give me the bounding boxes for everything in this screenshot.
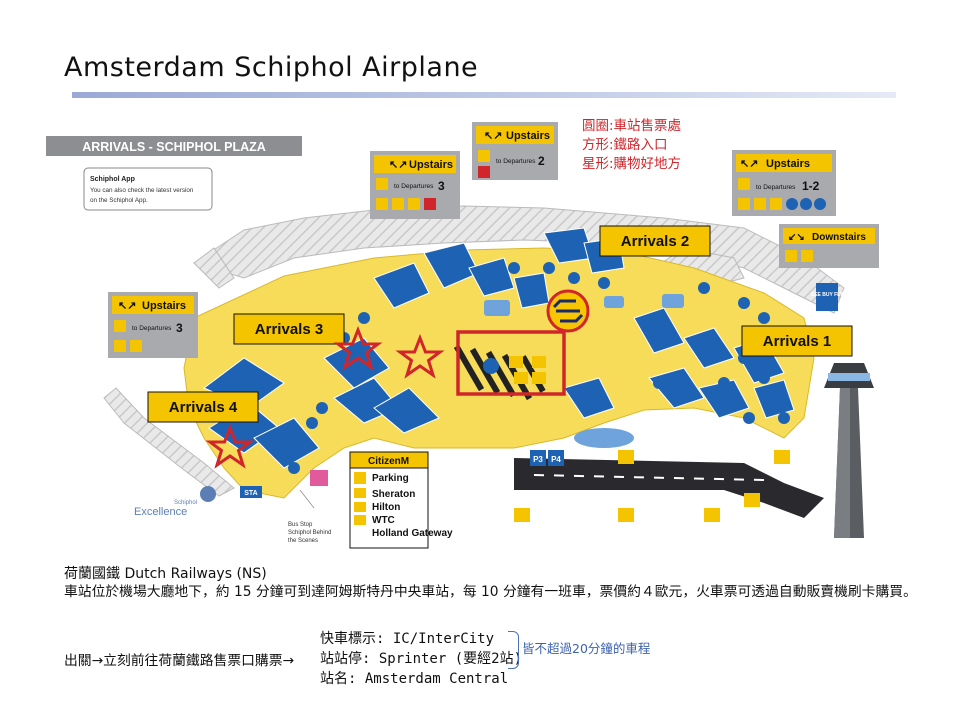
excellence-big: Excellence — [134, 506, 187, 518]
arrivals-sign-1: Arrivals 1 — [741, 325, 853, 357]
svg-text:↖↗: ↖↗ — [389, 159, 407, 171]
bus-stop-line1: Bus Stop — [288, 522, 313, 528]
gate-markers — [278, 262, 790, 474]
control-tower-icon — [824, 363, 874, 538]
svg-text:↖↗: ↖↗ — [484, 130, 502, 142]
p3-label: P3 — [533, 455, 543, 464]
excellence-logo: Schiphol Excellence — [134, 486, 216, 518]
ns-title: 荷蘭國鐵 Dutch Railways (NS) — [64, 566, 267, 582]
train-types: 快車標示: IC/InterCity 站站停: Sprinter (要經2站) … — [320, 629, 522, 689]
upstairs-label-1: Upstairs — [409, 159, 453, 171]
sta-text: STA — [244, 490, 257, 497]
title-divider — [72, 92, 896, 98]
ns-description: 車站位於機場大廳地下，約 15 分鐘可到達阿姆斯特丹中央車站，每 10 分鐘有一… — [64, 584, 917, 600]
terminal-map: ARRIVALS - SCHIPHOL PLAZA Schiphol App Y… — [44, 118, 924, 558]
page-title: Amsterdam Schiphol Airplane — [64, 52, 479, 83]
arrivals-header: ARRIVALS - SCHIPHOL PLAZA — [46, 136, 302, 156]
map-legend: 圓圈:車站售票處 方形:鐵路入口 星形:購物好地方 — [582, 117, 681, 174]
decor-shapes — [484, 294, 684, 448]
downstairs-panel: ↙↘ Downstairs — [779, 224, 879, 268]
upstairs-label-2: Upstairs — [506, 130, 550, 142]
departures-panel-1-2: ↖↗ Upstairs to Departures 1-2 — [732, 150, 836, 216]
travel-time-note: 皆不超過20分鐘的車程 — [522, 641, 651, 656]
parking-item-4: Holland Gateway — [372, 528, 453, 539]
legend-circle: 圓圈:車站售票處 — [582, 118, 682, 134]
app-note: Schiphol App You can also check the late… — [83, 167, 213, 211]
to-departures-label-2: to Departures — [496, 158, 536, 165]
bus-stop-note: Bus Stop Schiphol Behind the Scenes — [288, 470, 331, 544]
sta-badge: STA — [240, 486, 262, 498]
arrivals-1-text: Arrivals 1 — [763, 333, 831, 350]
svg-text:↖↗: ↖↗ — [118, 300, 136, 312]
to-departures-label-1: to Departures — [394, 183, 434, 190]
svg-text:↙↘: ↙↘ — [788, 232, 805, 243]
p4-label: P4 — [551, 455, 561, 464]
downstairs-label: Downstairs — [812, 232, 866, 243]
arrivals-2-text: Arrivals 2 — [621, 233, 689, 250]
departure-number-2: 2 — [538, 154, 545, 168]
departures-panel-3-top: ↖↗ Upstairs to Departures 3 — [370, 151, 460, 219]
legend-square: 方形:鐵路入口 — [582, 137, 668, 153]
upstairs-label-4: Upstairs — [142, 300, 186, 312]
star-icon-2 — [395, 333, 445, 379]
departure-number-3a: 3 — [438, 179, 445, 193]
train-intercity: 快車標示: IC/InterCity — [320, 631, 495, 647]
parking-item-1: Sheraton — [372, 489, 415, 500]
upstairs-label-3: Upstairs — [766, 158, 810, 170]
arrivals-3-text: Arrivals 3 — [255, 321, 323, 338]
arrivals-sign-2: Arrivals 2 — [599, 225, 711, 257]
app-note-line1: You can also check the latest version — [90, 187, 194, 194]
excellence-small: Schiphol — [174, 500, 197, 506]
departures-panel-2: ↖↗ Upstairs to Departures 2 — [472, 122, 558, 180]
departures-panel-3-left: ↖↗ Upstairs to Departures 3 — [108, 292, 198, 358]
station-name: 站名: Amsterdam Central — [320, 671, 509, 687]
app-note-line2: on the Schiphol App. — [90, 197, 148, 204]
rail-entrance-square — [456, 330, 566, 396]
arrivals-sign-3: Arrivals 3 — [233, 313, 345, 345]
shop-blocks — [203, 227, 795, 469]
train-bracket — [508, 631, 519, 669]
legend-star: 星形:購物好地方 — [582, 156, 682, 172]
to-departures-label-3: to Departures — [756, 184, 796, 191]
arrivals-4-text: Arrivals 4 — [169, 399, 238, 416]
shopping-stars — [205, 325, 445, 469]
ns-ticket-office — [546, 289, 590, 333]
ns-logo-icon — [552, 299, 584, 323]
see-buy-fly-text: SEE BUY FLY — [811, 292, 844, 298]
parking-item-2: Hilton — [372, 502, 400, 513]
train-sprinter: 站站停: Sprinter (要經2站) — [320, 651, 523, 667]
route-guide: 出關→立刻前往荷蘭鐵路售票口購票→ — [64, 653, 295, 669]
arrivals-sign-4: Arrivals 4 — [147, 391, 259, 423]
star-icon-3 — [205, 423, 255, 469]
app-note-title: Schiphol App — [90, 176, 135, 183]
parking-codes: P3 P4 — [514, 450, 790, 522]
departure-number-1-2: 1-2 — [802, 179, 820, 193]
to-departures-label-4: to Departures — [132, 325, 172, 332]
bus-stop-line3: the Scenes — [288, 538, 318, 544]
star-icon-1 — [333, 325, 383, 371]
bus-stop-line2: Schiphol Behind — [288, 530, 331, 536]
parking-list: Parking Sheraton Hilton WTC Holland Gate… — [354, 472, 453, 539]
parking-panel: CitizenM Parking Sheraton Hilton WTC Hol… — [349, 451, 453, 549]
citizenm-label: CitizenM — [368, 456, 409, 467]
see-buy-fly-badge: SEE BUY FLY — [811, 283, 844, 311]
svg-text:↖↗: ↖↗ — [740, 158, 758, 170]
parking-item-3: WTC — [372, 515, 395, 526]
departure-number-3b: 3 — [176, 321, 183, 335]
arrivals-header-text: ARRIVALS - SCHIPHOL PLAZA — [82, 140, 266, 154]
parking-item-0: Parking — [372, 473, 409, 484]
rail-entrance-area — [453, 330, 566, 401]
